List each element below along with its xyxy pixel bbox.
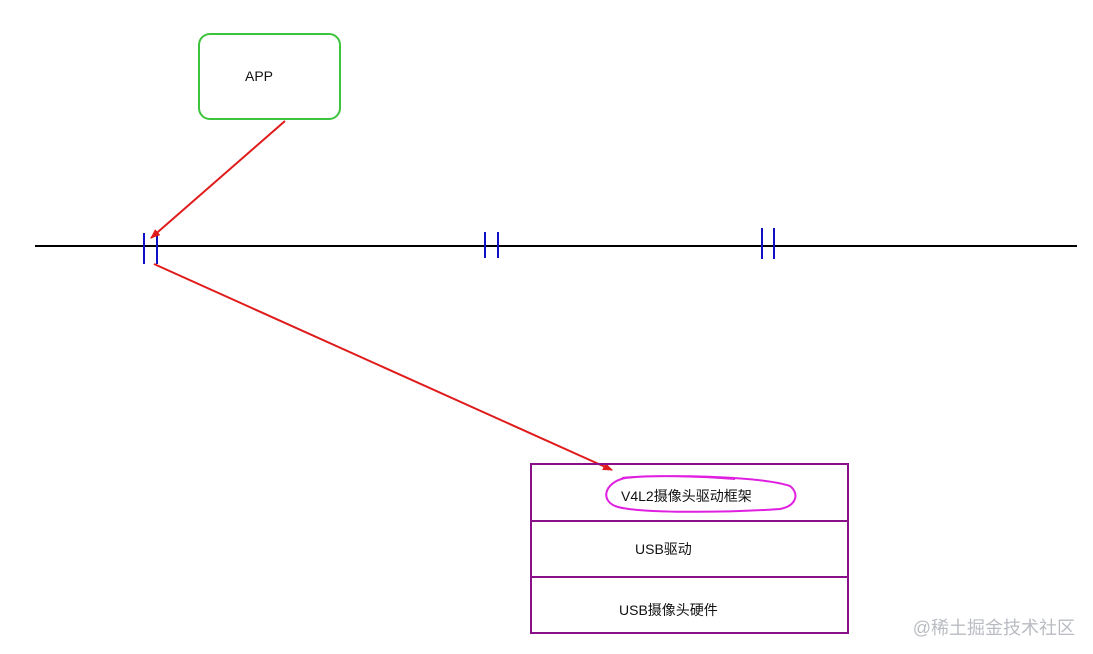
arrow-app-to-axis bbox=[150, 120, 286, 239]
layer-v4l2-framework: V4L2摄像头驱动框架 bbox=[532, 465, 847, 522]
layer-usb-camera-hardware: USB摄像头硬件 bbox=[532, 578, 847, 632]
tick-pair-left bbox=[143, 233, 158, 264]
layer-usb-driver: USB驱动 bbox=[532, 522, 847, 578]
layer-v4l2-framework-label: V4L2摄像头驱动框架 bbox=[621, 488, 752, 504]
layer-usb-driver-label: USB驱动 bbox=[635, 541, 692, 557]
layer-usb-camera-hardware-label: USB摄像头硬件 bbox=[619, 602, 718, 618]
tick-pair-middle bbox=[484, 232, 499, 258]
arrow-axis-to-framework bbox=[153, 263, 613, 471]
tick-pair-right bbox=[761, 228, 775, 259]
driver-stack: V4L2摄像头驱动框架 USB驱动 USB摄像头硬件 bbox=[530, 463, 849, 634]
highlight-scribble bbox=[605, 475, 797, 513]
app-box: APP bbox=[198, 33, 341, 120]
app-label: APP bbox=[245, 68, 274, 84]
watermark-text: @稀土掘金技术社区 bbox=[912, 618, 1075, 638]
